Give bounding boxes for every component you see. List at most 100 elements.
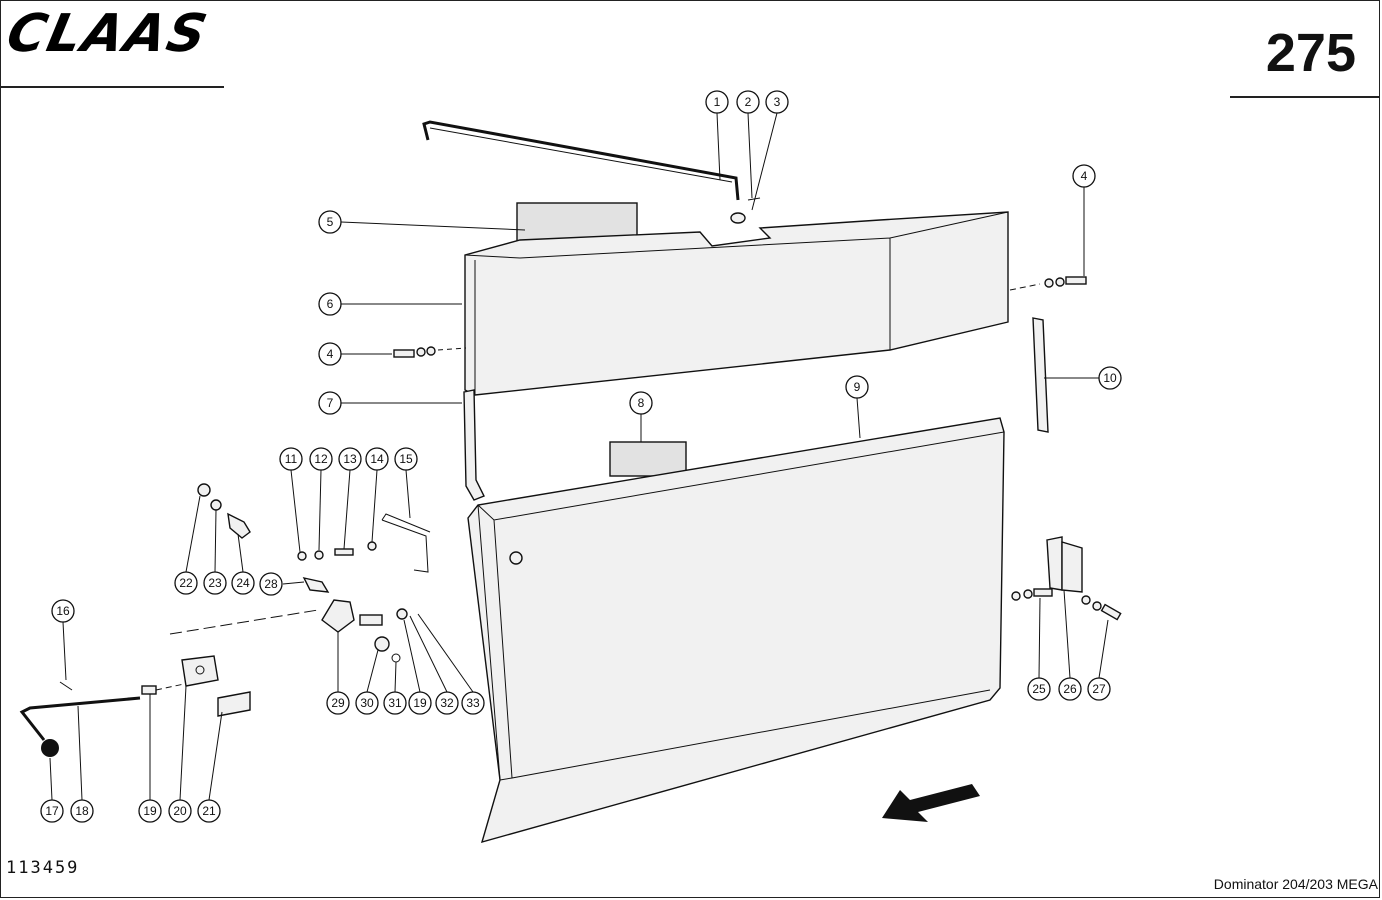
logo-underline [0, 86, 224, 88]
leader-16 [59, 681, 73, 691]
svg-text:23: 23 [208, 576, 222, 590]
dash-line-latch [169, 609, 319, 635]
callout-28: 28 [259, 572, 283, 596]
upper-housing [464, 211, 1009, 396]
callout-8: 8 [629, 391, 653, 415]
hinge-part [1046, 536, 1063, 591]
svg-text:20: 20 [173, 804, 187, 818]
upper-housing-top [464, 254, 521, 259]
callout-18: 18 [70, 799, 94, 823]
svg-text:19: 19 [413, 696, 427, 710]
callout-4-left: 4 [318, 342, 342, 366]
callout-9: 9 [845, 375, 869, 399]
nut-25 [1011, 591, 1021, 601]
cable-15 [381, 513, 431, 573]
nut-14 [367, 541, 377, 551]
callout-1: 1 [705, 90, 729, 114]
callout-14: 14 [365, 447, 389, 471]
svg-text:12: 12 [314, 452, 328, 466]
bolt-24 [227, 512, 251, 539]
callout-10: 10 [1098, 366, 1122, 390]
svg-text:33: 33 [466, 696, 480, 710]
callout-20: 20 [168, 799, 192, 823]
callout-30: 30 [355, 691, 379, 715]
svg-text:4: 4 [1081, 169, 1088, 183]
svg-text:32: 32 [440, 696, 454, 710]
svg-text:19: 19 [143, 804, 157, 818]
callout-25: 25 [1027, 677, 1051, 701]
svg-text:10: 10 [1103, 371, 1117, 385]
callout-33: 33 [461, 691, 485, 715]
bolt-left [393, 349, 415, 358]
washer-part [730, 212, 746, 224]
knob-17 [41, 739, 59, 757]
svg-text:8: 8 [638, 396, 645, 410]
upper-housing-front [474, 211, 1009, 395]
bracket-20-hole [195, 665, 205, 675]
strip-right [1032, 317, 1049, 433]
washer-12 [314, 550, 324, 560]
nut-left [426, 346, 436, 356]
bracket-left [463, 389, 485, 501]
callout-3: 3 [765, 90, 789, 114]
bolt-27 [1100, 603, 1122, 621]
page-number: 275 [1265, 23, 1356, 83]
nut-22 [197, 483, 211, 497]
callout-13: 13 [338, 447, 362, 471]
svg-text:1: 1 [714, 95, 721, 109]
page-number-underline [1230, 96, 1380, 98]
callout-6: 6 [318, 292, 342, 316]
callout-29: 29 [326, 691, 350, 715]
washer-25 [1023, 589, 1033, 599]
svg-text:9: 9 [854, 380, 861, 394]
callout-32: 32 [435, 691, 459, 715]
callout-12: 12 [309, 447, 333, 471]
plate-21 [217, 691, 251, 717]
washer-right [1055, 277, 1065, 287]
spring-30 [359, 614, 383, 626]
pin-part [747, 197, 761, 201]
svg-text:6: 6 [327, 297, 334, 311]
window-pane-lower [609, 441, 687, 477]
callout-23: 23 [203, 571, 227, 595]
bolt-right [1065, 276, 1087, 285]
pin-28 [302, 576, 330, 593]
leader-lines [49, 112, 1109, 801]
svg-text:24: 24 [236, 576, 250, 590]
lever-18 [19, 696, 141, 741]
callout-11: 11 [279, 447, 303, 471]
svg-text:16: 16 [56, 604, 70, 618]
direction-arrow [882, 784, 980, 822]
svg-text:5: 5 [327, 215, 334, 229]
callout-15: 15 [394, 447, 418, 471]
svg-text:14: 14 [370, 452, 384, 466]
svg-text:25: 25 [1032, 682, 1046, 696]
washer-19a [396, 608, 408, 620]
callout-19-latch: 19 [408, 691, 432, 715]
nut-11 [297, 551, 307, 561]
model-label: Dominator 204/203 MEGA [1213, 876, 1378, 892]
svg-text:3: 3 [774, 95, 781, 109]
bolt-13 [334, 548, 354, 556]
callout-22: 22 [174, 571, 198, 595]
door-hole [509, 551, 523, 565]
svg-text:22: 22 [179, 576, 193, 590]
svg-text:4: 4 [327, 347, 334, 361]
door-panel-edge [477, 431, 1005, 781]
svg-text:2: 2 [745, 95, 752, 109]
nut-right [1044, 278, 1054, 288]
dash-line-lever [155, 683, 185, 691]
bracket-20 [181, 655, 219, 687]
svg-text:17: 17 [45, 804, 59, 818]
rod-part [422, 120, 740, 201]
svg-text:15: 15 [399, 452, 413, 466]
callout-17: 17 [40, 799, 64, 823]
callout-7: 7 [318, 391, 342, 415]
svg-text:31: 31 [388, 696, 402, 710]
svg-text:18: 18 [75, 804, 89, 818]
callout-24: 24 [231, 571, 255, 595]
bolt-leader-right [1009, 283, 1041, 291]
svg-text:11: 11 [285, 452, 298, 466]
